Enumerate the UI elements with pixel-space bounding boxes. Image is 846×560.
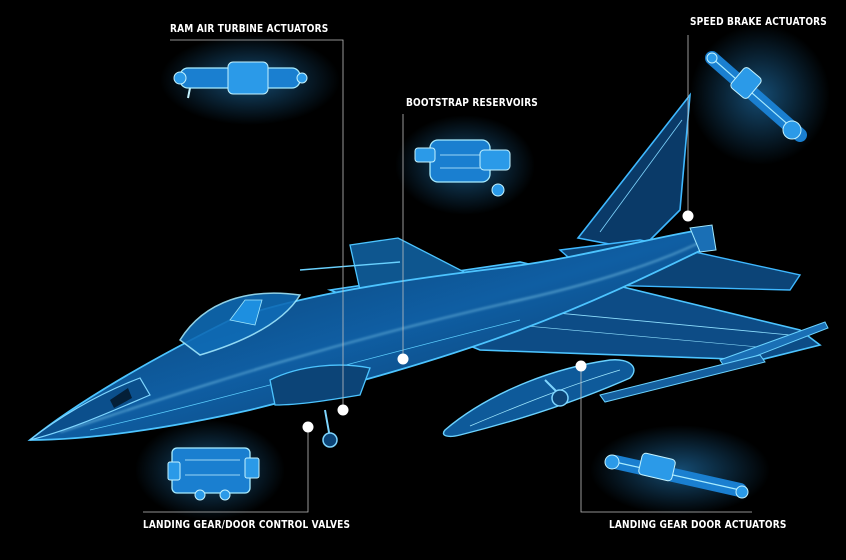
marker-speed-brake[interactable] [682,210,694,222]
canopy [178,292,302,356]
door-actuator-image [604,452,749,499]
label-landing-gear-control-valves: LANDING GEAR/DOOR CONTROL VALVES [143,518,351,531]
label-ram-air-turbine-actuators: RAM AIR TURBINE ACTUATORS [170,22,329,35]
jet-body [27,92,829,448]
hotspot-markers [302,210,694,433]
marker-bootstrap[interactable] [397,353,409,365]
label-speed-brake-actuators: SPEED BRAKE ACTUATORS [690,15,827,28]
bootstrap-reservoir-image [414,139,511,197]
leader-rat [170,39,344,408]
vertical-tail [576,92,692,251]
marker-valves[interactable] [302,421,314,433]
label-landing-gear-door-actuators: LANDING GEAR DOOR ACTUATORS [609,518,787,531]
leader-door [580,366,752,513]
marker-rat[interactable] [337,404,349,416]
speed-brake-actuator-image [705,51,807,142]
leader-lines [143,35,752,513]
marker-door[interactable] [575,360,587,372]
nose-wheel [322,432,338,448]
control-valves-image [167,447,260,501]
leader-valves [143,428,309,513]
label-bootstrap-reservoirs: BOOTSTRAP RESERVOIRS [406,96,538,109]
rat-actuator-image [173,61,308,99]
